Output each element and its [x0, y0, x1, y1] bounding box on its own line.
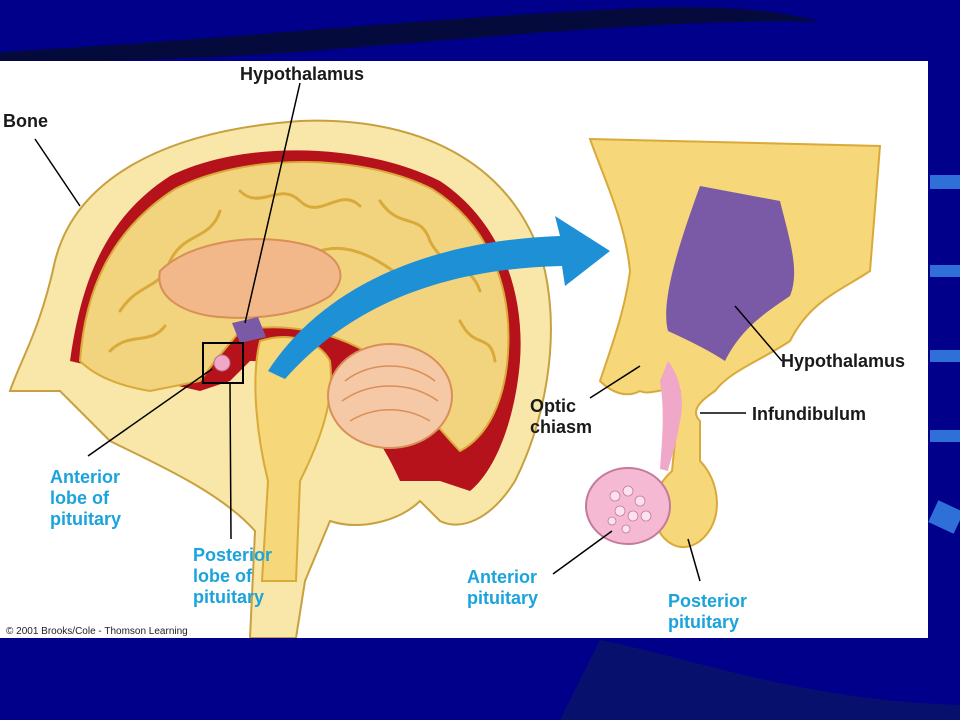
cerebellum — [327, 343, 453, 449]
pituitary-small — [213, 354, 231, 372]
zoom-arrow — [268, 216, 610, 379]
decorative-swoosh-bottom — [560, 640, 960, 720]
corpus-callosum — [158, 238, 342, 319]
label-anterior-lobe: Anterior lobe of pituitary — [50, 467, 122, 529]
brain-illustration — [8, 82, 882, 638]
hypothalamus-region — [232, 317, 266, 343]
label-hypothalamus-top: Hypothalamus — [240, 64, 365, 84]
label-posterior-pituitary: Posterior pituitary — [668, 591, 748, 632]
decorative-bar-1 — [930, 175, 960, 189]
decorative-bar-4 — [930, 430, 960, 442]
decorative-bar-2 — [930, 265, 960, 277]
decorative-bar-5 — [928, 500, 960, 534]
hypothalamus-enlarged — [666, 186, 795, 361]
label-hypothalamus-right: Hypothalamus — [781, 351, 906, 371]
decorative-bar-3 — [930, 350, 960, 362]
anterior-pituitary-cells — [607, 485, 652, 534]
label-bone: Bone — [3, 111, 48, 131]
leader-lines — [34, 82, 783, 582]
cerebellum-folds — [341, 365, 439, 422]
copyright-text: © 2001 Brooks/Cole - Thomson Learning — [6, 626, 188, 637]
anterior-pituitary-gland — [585, 467, 671, 545]
infundibulum-stalk — [660, 361, 682, 471]
label-anterior-pituitary: Anterior pituitary — [467, 567, 539, 608]
label-infundibulum: Infundibulum — [752, 404, 866, 424]
decorative-swoosh-top — [0, 7, 820, 62]
diagram-panel: Hypothalamus Bone Anterior lobe of pitui… — [0, 61, 928, 638]
label-posterior-lobe: Posterior lobe of pituitary — [193, 545, 273, 607]
pituitary-highlight-box — [202, 342, 244, 384]
label-optic-chiasm: Optic chiasm — [530, 396, 593, 437]
